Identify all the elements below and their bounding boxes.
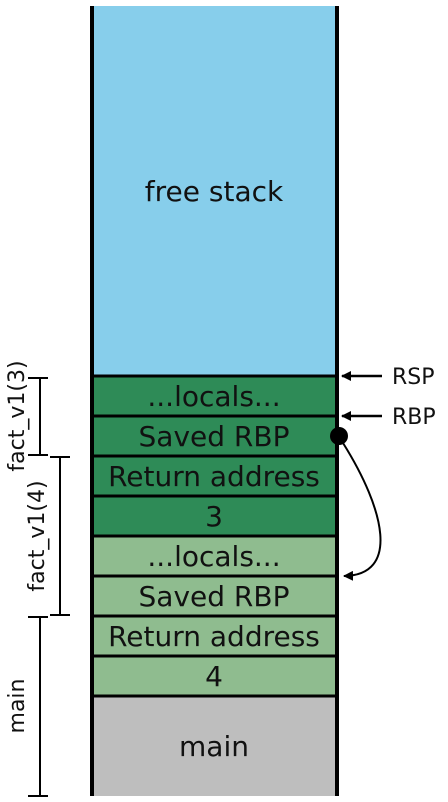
argument-cell-mid [92,656,337,696]
saved-rbp-label-top: Saved RBP [139,420,290,453]
argument-cell-top [92,496,337,536]
saved-rbp-dot [330,427,348,445]
locals-cell-top [92,376,337,416]
main-frame-cell [92,696,337,796]
return-address-label-mid: Return address [108,620,320,653]
main-bracket [28,616,48,797]
free-stack-region [92,6,337,376]
argument-label-top: 3 [205,500,223,533]
saved-rbp-cell-top [92,416,337,456]
return-address-label-top: Return address [108,460,320,493]
locals-label-top: ...locals... [147,380,280,413]
fact4-frame-label: fact_v1(4) [25,480,50,591]
rbp-label: RBP [392,405,436,430]
fact3-bracket [28,377,48,456]
return-address-cell-top [92,456,337,496]
saved-rbp-cell-mid [92,576,337,616]
cell-borders [92,374,337,698]
fact3-frame-label: fact_v1(3) [5,360,30,471]
return-address-cell-mid [92,616,337,656]
main-frame-label: main [179,730,249,763]
free-stack-label: free stack [145,175,284,208]
argument-label-mid: 4 [205,660,223,693]
locals-cell-mid [92,536,337,576]
locals-label-mid: ...locals... [147,540,280,573]
rsp-label: RSP [392,365,435,390]
saved-rbp-label-mid: Saved RBP [139,580,290,613]
fact4-bracket [50,456,70,616]
saved-rbp-link-arrow [342,442,382,581]
main-frame-side-label: main [5,679,30,734]
